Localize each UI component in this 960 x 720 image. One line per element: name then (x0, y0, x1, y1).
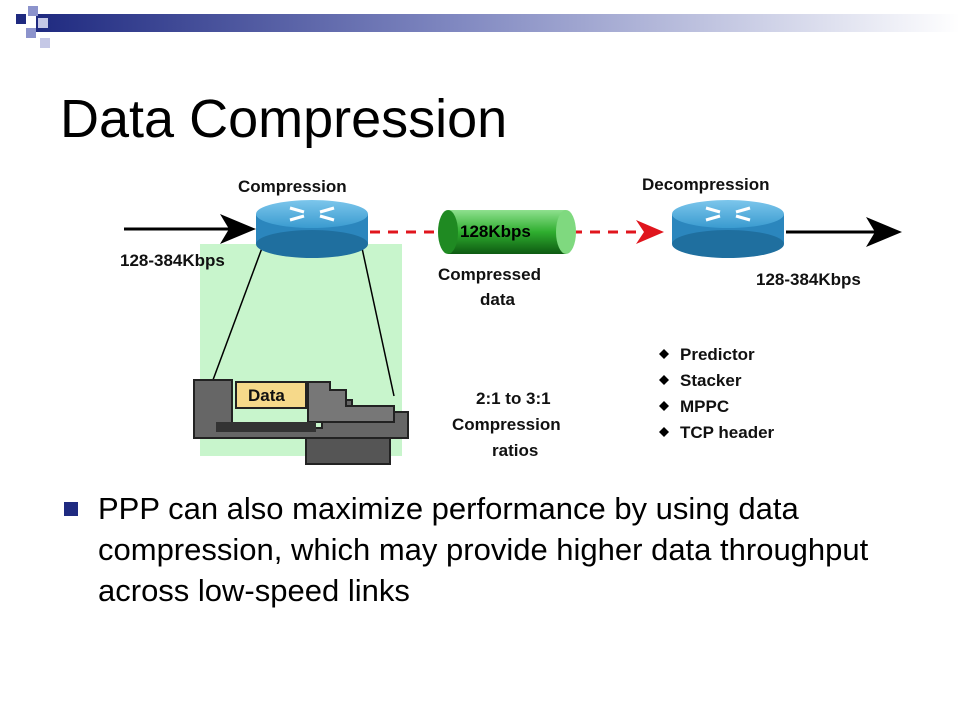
diamond-bullet-icon (659, 427, 669, 437)
compressed-data-label: data (480, 290, 516, 309)
square-bullet-icon (64, 502, 78, 516)
deco-square (38, 18, 48, 28)
deco-square (40, 38, 50, 48)
data-label: Data (248, 386, 285, 405)
decompression-router-icon (672, 200, 784, 258)
link-arrowhead (636, 220, 664, 244)
deco-square (26, 28, 36, 38)
ratio-label: ratios (492, 441, 538, 460)
data-block (235, 381, 307, 409)
projection-line (209, 247, 263, 389)
compression-label: Compression (238, 177, 347, 196)
algorithm-list: Predictor Stacker MPPC TCP header (659, 345, 775, 442)
diamond-bullet-icon (659, 401, 669, 411)
compression-router-icon (256, 200, 368, 258)
algorithm-item: Predictor (680, 345, 755, 364)
bullet-text: PPP can also maximize performance by usi… (98, 491, 869, 608)
bullet-point: PPP can also maximize performance by usi… (64, 488, 894, 611)
diamond-bullet-icon (659, 375, 669, 385)
title-bar-decoration (16, 6, 960, 48)
diamond-bullet-icon (659, 349, 669, 359)
algorithm-item: TCP header (680, 423, 775, 442)
deco-square (16, 14, 26, 24)
ratio-label: 2:1 to 3:1 (476, 389, 551, 408)
decompression-label: Decompression (642, 175, 770, 194)
deco-square (28, 6, 38, 16)
output-rate-label: 128-384Kbps (756, 270, 861, 289)
page-title: Data Compression (60, 89, 508, 149)
compression-diagram: Compression 128-384Kbps 128Kbps Compress… (120, 175, 902, 465)
vise-icon (193, 379, 409, 465)
algorithm-item: MPPC (680, 397, 729, 416)
input-rate-label: 128-384Kbps (120, 251, 225, 270)
compressed-data-label: Compressed (438, 265, 541, 284)
projection-line (361, 247, 395, 397)
compressed-pipe (438, 210, 576, 254)
algorithm-item: Stacker (680, 371, 742, 390)
ratio-label: Compression (452, 415, 561, 434)
link-rate-label: 128Kbps (460, 222, 531, 241)
